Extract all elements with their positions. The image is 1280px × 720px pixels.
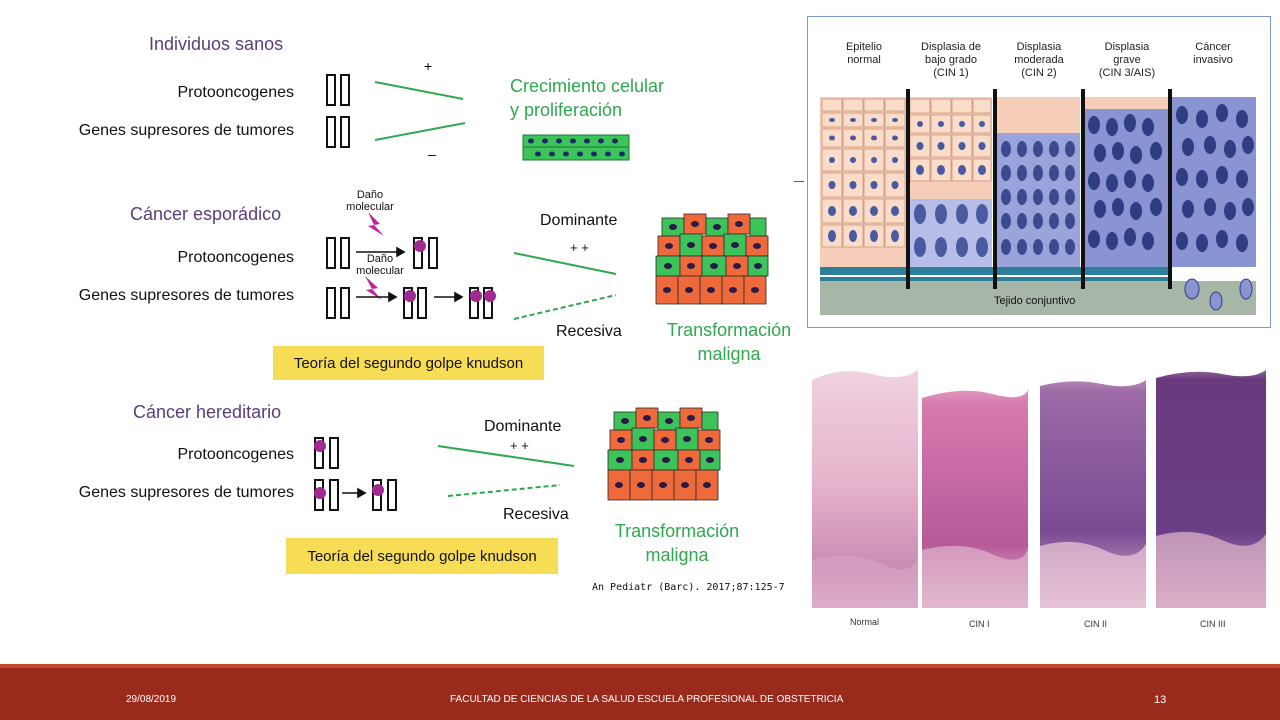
- label-suppressors: Genes supresores de tumores: [78, 287, 294, 304]
- gene-pair-icon: [326, 237, 493, 319]
- plus-sign: +: [424, 58, 433, 74]
- outcome-malignant: Transformación maligna: [614, 521, 740, 565]
- knudson-box: Teoría del segundo golpe knudson: [273, 346, 544, 380]
- outcome-growth: Crecimiento celular y proliferación: [510, 76, 665, 120]
- outcome-malignant: Transformación maligna: [666, 320, 792, 364]
- stage-label: Displasia de bajo grado (CIN 1): [921, 41, 981, 79]
- label-suppressors: Genes supresores de tumores: [78, 484, 294, 501]
- dominant-label: Dominante: [540, 212, 618, 229]
- section-title-sporadic: Cáncer esporádico: [130, 204, 282, 224]
- label-protooncogenes: Protooncogenes: [177, 446, 294, 463]
- tumor-cells-icon: [655, 213, 769, 305]
- plusplus-sign: + +: [510, 438, 529, 453]
- molecular-damage-label: Daño molecular: [346, 189, 394, 213]
- footer-institution: FACULTAD DE CIENCIAS DE LA SALUD ESCUELA…: [450, 694, 844, 705]
- section-title-hereditary: Cáncer hereditario: [133, 402, 282, 422]
- histology-images: [812, 354, 1266, 608]
- slide-footer: 29/08/2019 FACULTAD DE CIENCIAS DE LA SA…: [0, 664, 1280, 720]
- molecular-damage-label: Daño molecular: [356, 253, 404, 277]
- label-suppressors: Genes supresores de tumores: [78, 122, 294, 139]
- footer-date: 29/08/2019: [126, 694, 177, 705]
- label-protooncogenes: Protooncogenes: [177, 84, 294, 101]
- epithelium-graphic: [820, 89, 1256, 315]
- mutation-mark-icon: [404, 240, 496, 302]
- stage-label: Displasia moderada (CIN 2): [1014, 41, 1064, 79]
- citation: An Pediatr (Barc). 2017;87:125-7: [592, 582, 785, 593]
- lightning-icon: [365, 212, 384, 300]
- divider: [794, 181, 804, 182]
- arrow-icon: [356, 246, 464, 303]
- micrograph-label: Normal: [850, 617, 880, 627]
- connective-tissue-label: Tejido conjuntivo: [994, 295, 1076, 307]
- tumor-cells-icon: [607, 407, 721, 501]
- stage-label: Cáncer invasivo: [1193, 41, 1233, 66]
- knudson-box: Teoría del segundo golpe knudson: [286, 538, 558, 574]
- gene-pair-icon: [314, 437, 397, 511]
- micrograph-label: CIN II: [1084, 619, 1108, 629]
- page-number: 13: [1154, 694, 1167, 706]
- plusplus-sign: + +: [570, 240, 589, 255]
- micrograph-label: CIN I: [969, 619, 990, 629]
- gene-pair-icon: [326, 74, 350, 148]
- dominant-label: Dominante: [484, 418, 562, 435]
- micrographs-panel: Normal CIN I CIN II CIN III: [812, 350, 1268, 632]
- section-title-healthy: Individuos sanos: [149, 34, 284, 54]
- recessive-label: Recesiva: [503, 506, 569, 523]
- recessive-label: Recesiva: [556, 323, 622, 340]
- cin-diagram: Epitelio normal Displasia de bajo grado …: [807, 16, 1271, 328]
- stage-label: Epitelio normal: [845, 41, 883, 66]
- healthy-cells-icon: [522, 134, 630, 161]
- micrograph-label: CIN III: [1200, 619, 1226, 629]
- stage-label: Displasia grave (CIN 3/AIS): [1098, 41, 1156, 79]
- oncogene-graphics: [314, 74, 769, 511]
- minus-sign: –: [428, 146, 436, 162]
- mutation-mark-icon: [314, 440, 384, 499]
- label-protooncogenes: Protooncogenes: [177, 249, 294, 266]
- arrow-icon: [342, 487, 367, 499]
